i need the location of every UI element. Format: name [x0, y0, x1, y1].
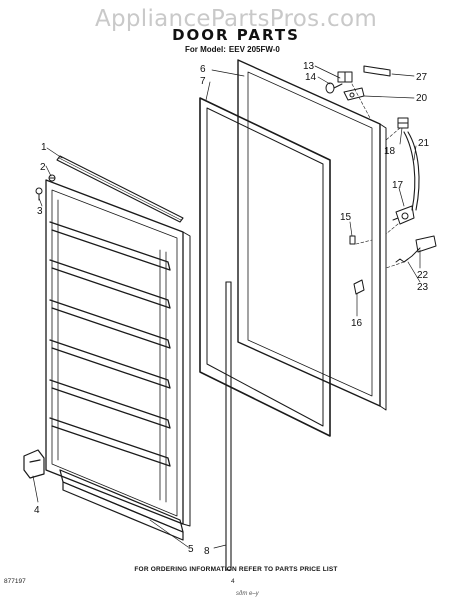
page-title: DOOR PARTS: [172, 26, 300, 44]
door-gasket: [199, 97, 331, 437]
callout-3: 3: [37, 206, 43, 217]
hinge-bushing: [325, 82, 343, 94]
door-handle: [403, 131, 420, 211]
handle-screw: [349, 235, 356, 245]
handwritten-mark: ѕдт е–у: [236, 591, 259, 597]
liner-screw: [48, 174, 56, 182]
callout-21: 21: [418, 138, 430, 149]
callout-27: 27: [416, 72, 428, 83]
breaker-strip-top: [56, 155, 184, 223]
callout-17: 17: [392, 180, 404, 191]
door-liner: [45, 179, 191, 527]
page-number: 4: [231, 578, 235, 585]
gasket-screw: [353, 279, 365, 295]
assembly-guide-lines: [351, 83, 405, 269]
callout-7: 7: [200, 76, 206, 87]
breaker-strip-bottom: [59, 469, 184, 541]
gasket-rod: [225, 281, 232, 571]
hinge-pin: [337, 71, 353, 83]
handle-bracket-top: [397, 117, 409, 129]
callout-5: 5: [188, 544, 194, 555]
mounting-screw: [35, 187, 43, 201]
callout-20: 20: [416, 93, 428, 104]
callout-23: 23: [417, 282, 429, 293]
callout-14: 14: [305, 72, 317, 83]
model-label: For Model:: [185, 45, 226, 54]
model-line: For Model:EEV 205FW-0: [185, 45, 283, 54]
callout-4: 4: [34, 505, 40, 516]
handle-cap: [363, 65, 391, 77]
model-number: EEV 205FW-0: [228, 45, 280, 54]
handle-bracket-bottom: [392, 205, 415, 225]
callout-13: 13: [303, 61, 315, 72]
ordering-note: FOR ORDERING INFORMATION REFER TO PARTS …: [134, 566, 338, 573]
callout-leaders: [32, 65, 421, 549]
callout-16: 16: [351, 318, 363, 329]
outer-door-panel: [237, 59, 387, 411]
hinge-bracket: [343, 87, 365, 101]
callout-6: 6: [200, 64, 206, 75]
callout-2: 2: [40, 162, 46, 173]
door-stop-bracket: [23, 449, 45, 479]
callout-22: 22: [417, 270, 429, 281]
callout-8: 8: [204, 546, 210, 557]
latch-spring: [395, 258, 409, 263]
watermark: AppliancePartsPros.com: [94, 6, 378, 32]
callout-1: 1: [41, 142, 47, 153]
document-code: 877197: [4, 578, 26, 585]
callout-15: 15: [340, 212, 352, 223]
callout-18: 18: [384, 146, 396, 157]
